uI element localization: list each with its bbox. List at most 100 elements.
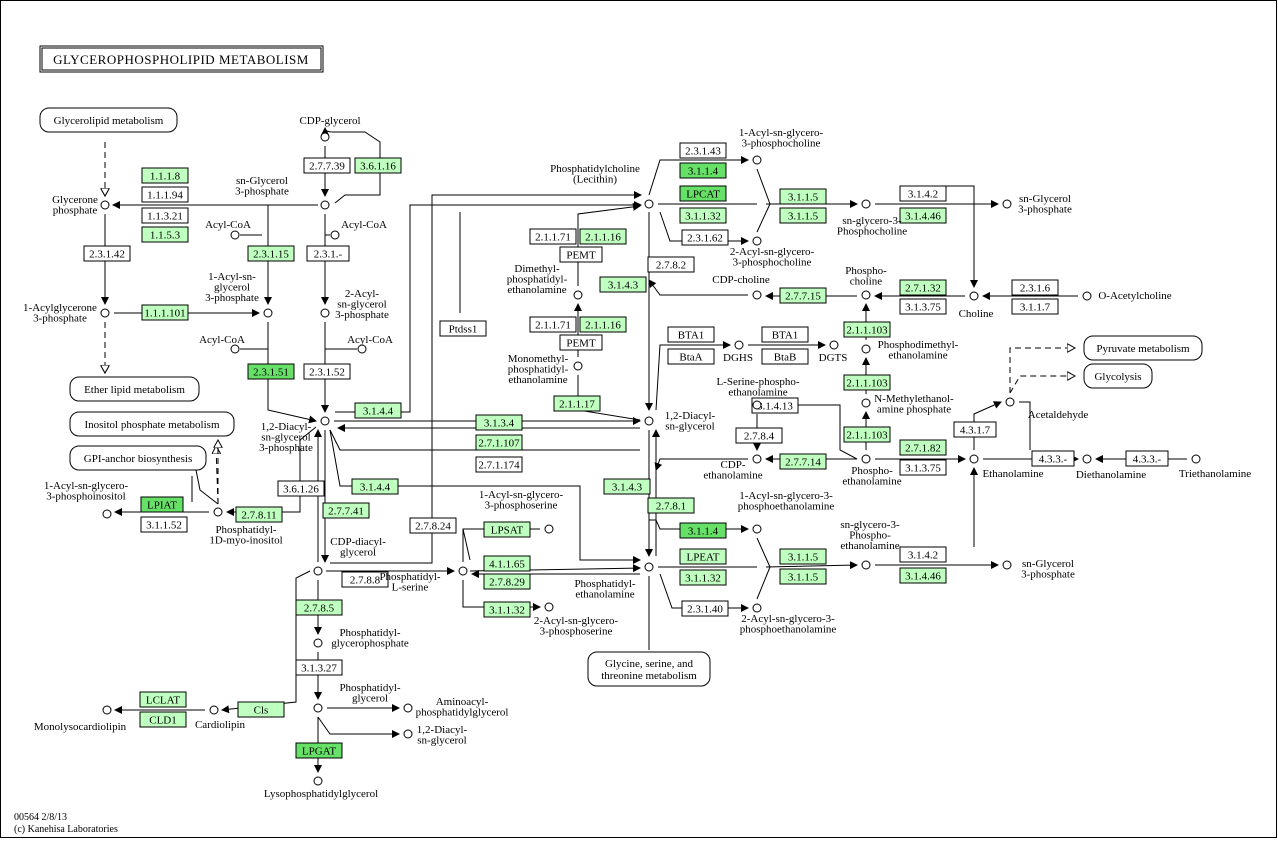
compound-node[interactable]: Phosphatidyl-glycerol (313, 682, 401, 713)
enzyme-box[interactable]: 2.3.1.- (306, 245, 350, 262)
enzyme-box[interactable]: 2.3.1.40 (681, 600, 729, 617)
enzyme-box[interactable]: BTA1 (667, 326, 715, 343)
compound-node[interactable]: Acyl-CoA (330, 219, 387, 240)
compound-node[interactable]: Acyl-CoA (199, 334, 245, 354)
enzyme-box[interactable]: 3.1.1.5 (779, 568, 827, 585)
enzyme-box[interactable]: PEMT (559, 246, 603, 263)
enzyme-box[interactable]: CLD1 (139, 711, 187, 728)
enzyme-box[interactable]: 2.7.8.1 (647, 497, 695, 514)
enzyme-box[interactable]: 2.3.1.51 (247, 363, 295, 380)
compound-node[interactable]: Lysophosphatidylglycerol (264, 776, 378, 800)
enzyme-box[interactable]: 3.1.4.3 (603, 478, 651, 495)
compound-node[interactable]: Dimethyl-phosphatidyl-ethanolamine (507, 263, 583, 300)
pathway-map-link[interactable]: Glycerolipid metabolism (39, 107, 178, 133)
enzyme-box[interactable]: 4.3.3.- (1125, 450, 1169, 467)
compound-node[interactable]: O-Acetylcholine (1082, 290, 1172, 302)
compound-node[interactable]: DGTS (819, 340, 848, 364)
enzyme-box[interactable]: LPGAT (295, 742, 343, 759)
pathway-map-link[interactable]: GPI-anchor biosynthesis (69, 445, 207, 471)
enzyme-box[interactable]: 4.1.1.65 (483, 555, 531, 572)
compound-node[interactable]: Diethanolamine (1076, 454, 1146, 481)
compound-node[interactable]: Cardiolipin (195, 705, 246, 731)
enzyme-box[interactable]: 2.7.7.15 (779, 287, 827, 304)
compound-node[interactable]: Acyl-CoA (347, 334, 393, 354)
enzyme-box[interactable]: 3.1.3.27 (295, 659, 343, 676)
enzyme-box[interactable]: 3.1.3.75 (899, 459, 947, 476)
compound-node[interactable]: N-Methylethanol-amine phosphate (861, 393, 954, 416)
enzyme-box[interactable]: BtaB (761, 348, 809, 365)
enzyme-box[interactable]: 1.1.1.101 (141, 304, 189, 321)
enzyme-box[interactable]: 2.3.1.42 (83, 245, 131, 262)
enzyme-box[interactable]: 4.3.1.7 (953, 421, 997, 438)
enzyme-box[interactable]: 3.1.1.32 (679, 569, 727, 586)
enzyme-box[interactable]: 3.6.1.26 (277, 480, 325, 497)
enzyme-box[interactable]: 2.7.7.14 (779, 453, 827, 470)
enzyme-box[interactable]: 2.1.1.71 (529, 228, 577, 245)
enzyme-box[interactable]: 1.1.5.3 (141, 226, 189, 243)
enzyme-box[interactable]: 2.1.1.17 (553, 395, 601, 412)
compound-node[interactable]: Phospho-ethanolamine (842, 454, 902, 488)
enzyme-box[interactable]: 3.1.4.2 (899, 185, 947, 202)
compound-node[interactable]: Monolysocardiolipin (34, 705, 127, 733)
enzyme-box[interactable]: 2.3.1.43 (679, 142, 727, 159)
compound-node[interactable]: CDP-choline (712, 274, 770, 300)
enzyme-box[interactable]: 2.7.1.82 (899, 439, 947, 456)
compound-node[interactable]: 1,2-Diacyl-sn-glycerol (403, 724, 468, 747)
enzyme-box[interactable]: 2.3.1.52 (303, 363, 351, 380)
enzyme-box[interactable]: 3.1.1.52 (140, 516, 188, 533)
enzyme-box[interactable]: 1.1.3.21 (141, 207, 189, 224)
enzyme-box[interactable]: 2.1.1.103 (843, 374, 891, 391)
enzyme-box[interactable]: 2.7.7.41 (322, 502, 370, 519)
compound-node[interactable]: Triethanolamine (1179, 454, 1251, 480)
pathway-map-link[interactable]: Inositol phosphate metabolism (69, 411, 235, 437)
enzyme-box[interactable]: 2.7.7.39 (303, 157, 351, 174)
enzyme-box[interactable]: LCLAT (139, 691, 187, 708)
compound-node[interactable]: Phosphodimethyl-ethanolamine (861, 339, 959, 362)
enzyme-box[interactable]: BTA1 (761, 326, 809, 343)
enzyme-box[interactable]: 3.1.1.32 (483, 601, 531, 618)
enzyme-box[interactable]: 4.3.3.- (1031, 450, 1075, 467)
enzyme-box[interactable]: LPIAT (140, 496, 184, 513)
pathway-map-link[interactable]: Ether lipid metabolism (69, 376, 200, 402)
enzyme-box[interactable]: 3.1.4.4 (351, 478, 399, 495)
compound-node[interactable]: Acetaldehyde (1005, 397, 1088, 421)
enzyme-box[interactable]: 2.1.1.16 (579, 228, 627, 245)
enzyme-box[interactable]: 1.1.1.8 (141, 167, 189, 184)
compound-node[interactable]: CDP-glycerol (299, 115, 361, 142)
enzyme-box[interactable]: 3.6.1.16 (354, 157, 402, 174)
compound-node[interactable]: 1-Acyl-sn-glycero-3-phosphocholine (739, 127, 824, 165)
enzyme-box[interactable]: 2.3.1.62 (681, 229, 729, 246)
enzyme-box[interactable]: 2.7.1.107 (475, 434, 523, 451)
compound-node[interactable]: Phosphatidyl-glycerophosphate (313, 627, 409, 650)
enzyme-box[interactable]: 3.1.1.4 (679, 162, 727, 179)
enzyme-box[interactable]: 2.7.8.8 (341, 571, 389, 588)
enzyme-box[interactable]: 2.1.1.71 (529, 316, 577, 333)
enzyme-box[interactable]: 2.7.8.24 (409, 517, 457, 534)
compound-node[interactable]: 1-Acyl-sn-glycero-3-phosphoinositol (44, 480, 129, 519)
enzyme-box[interactable]: Ptdss1 (439, 320, 487, 337)
compound-node[interactable]: Acyl-CoA (205, 219, 251, 240)
compound-node[interactable]: Choline (959, 291, 994, 320)
compound-node[interactable]: Monomethyl-phosphatidyl-ethanolamine (508, 353, 583, 386)
enzyme-box[interactable]: Cls (237, 701, 285, 718)
enzyme-box[interactable]: 2.1.1.103 (843, 426, 891, 443)
enzyme-box[interactable]: 3.1.4.46 (899, 207, 947, 224)
enzyme-box[interactable]: PEMT (559, 334, 603, 351)
compound-node[interactable]: 2-Acyl-sn-glycero-3-phosphoserine (534, 602, 619, 638)
enzyme-box[interactable]: 2.7.8.29 (483, 573, 531, 590)
enzyme-box[interactable]: 2.7.8.4 (735, 427, 783, 444)
enzyme-box[interactable]: 2.7.1.32 (899, 279, 947, 296)
pathway-map-link[interactable]: Pyruvate metabolism (1083, 335, 1203, 361)
enzyme-box[interactable]: 3.1.3.4 (475, 414, 523, 431)
compound-node[interactable]: 1,2-Diacyl-sn-glycerol (644, 410, 716, 433)
enzyme-box[interactable]: LPCAT (679, 185, 727, 202)
compound-node[interactable]: CDP-ethanolamine (703, 454, 763, 482)
enzyme-box[interactable]: LPSAT (483, 521, 531, 538)
enzyme-box[interactable]: 3.1.4.2 (899, 546, 947, 563)
